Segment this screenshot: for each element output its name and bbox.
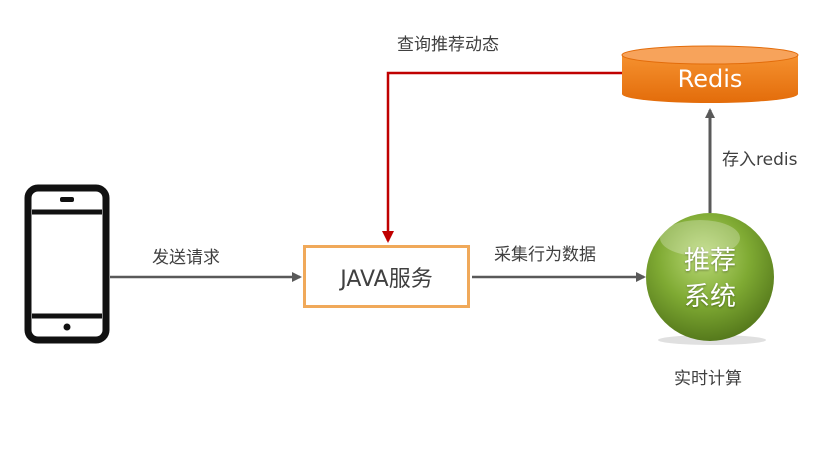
realtime-label: 实时计算 [674, 369, 742, 389]
arrow-query [382, 71, 622, 243]
java-service-box: JAVA服务 [303, 245, 470, 308]
redis-label: Redis [677, 65, 743, 93]
redis-label-wrap: Redis [622, 62, 798, 96]
recommend-system-label: 推荐 系统 [646, 243, 774, 319]
collect-data-label: 采集行为数据 [494, 245, 596, 265]
recommend-system-line1: 推荐 [683, 246, 736, 276]
smartphone-icon [24, 184, 110, 344]
recommend-system-line2: 系统 [683, 282, 736, 312]
redis-cylinder [621, 45, 799, 103]
java-service-label: JAVA服务 [340, 266, 433, 292]
store-redis-label: 存入redis [722, 150, 798, 170]
send-request-label: 发送请求 [152, 248, 220, 268]
recommend-system-circle [646, 213, 774, 345]
query-label: 查询推荐动态 [397, 35, 499, 55]
